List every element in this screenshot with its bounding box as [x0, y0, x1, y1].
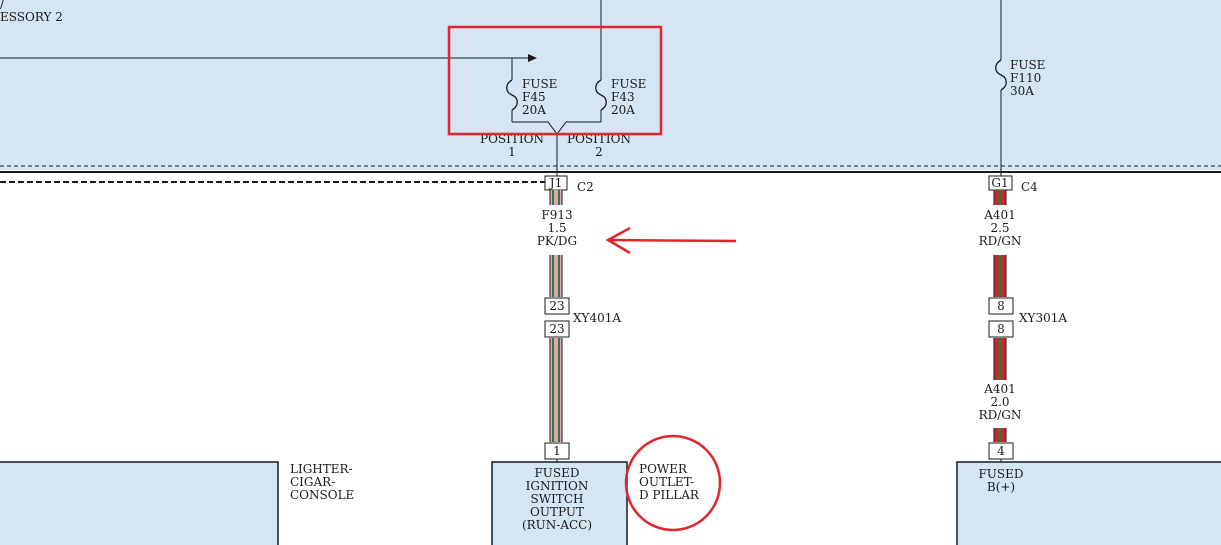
wire-a401-segment	[993, 428, 1007, 442]
connector-c2-label: C2	[577, 180, 594, 194]
fused-ign-label-4: OUTPUT	[530, 505, 584, 519]
fuse-f110-label-1: FUSE	[1010, 58, 1045, 72]
wire-a401-segment	[993, 338, 1007, 380]
connector-xy401a-top	[544, 297, 570, 315]
lighter-label-1: LIGHTER-	[290, 462, 353, 476]
position-1-label-2: 1	[508, 145, 516, 159]
connector-xy301a-top-pin: 8	[997, 299, 1005, 313]
fused-ign-label-5: (RUN-ACC)	[522, 518, 592, 532]
lighter-component-box	[0, 461, 279, 545]
wire-f913-color: PK/DG	[537, 234, 577, 248]
wire-f913-circuit: F913	[541, 208, 572, 222]
fuse-f43-label-1: FUSE	[611, 77, 646, 91]
connector-xy301a-label: XY301A	[1019, 311, 1067, 325]
fuse-symbol-icon	[506, 79, 518, 111]
connector-xy301a-bottom-pin: 8	[997, 322, 1005, 336]
power-outlet-label-2: OUTLET-	[639, 475, 694, 489]
wire-a401-upper-gauge: 2.5	[990, 221, 1009, 235]
connector-xy401a-bottom-pin: 23	[549, 322, 564, 336]
connector-pin-1-label: 1	[553, 444, 561, 458]
wire-a401-lower-circuit: A401	[983, 382, 1016, 396]
connector-xy401a-bottom	[544, 320, 570, 338]
connector-xy401a-top-pin: 23	[549, 299, 564, 313]
fuse-f43-label-2: F43	[611, 90, 635, 104]
connector-c4-label: C4	[1021, 180, 1038, 194]
position-2-label-1: POSITION	[567, 132, 631, 146]
fuse-f110-label-2: F110	[1010, 71, 1041, 85]
fuse-f45-label-1: FUSE	[522, 77, 557, 91]
fuse-box-panel	[0, 0, 1221, 170]
fuse-symbol-icon	[995, 59, 1007, 91]
wire-a401-upper-color: RD/GN	[979, 234, 1022, 248]
wire-a401-segment	[993, 190, 1007, 205]
connector-xy301a-bottom	[988, 320, 1014, 338]
fused-ign-label-2: IGNITION	[526, 479, 589, 493]
fuse-f45-label-2: F45	[522, 90, 546, 104]
connector-j1-pin-label: J1	[548, 176, 562, 190]
fuse-f45-label-3: 20A	[522, 103, 546, 117]
wire-a401-lower-gauge: 2.0	[990, 395, 1009, 409]
wire-a401-segment	[993, 255, 1007, 297]
connector-g1-pin-label: G1	[991, 176, 1008, 190]
position-1-label-1: POSITION	[480, 132, 544, 146]
fused-ign-label-3: SWITCH	[531, 492, 584, 506]
wire-a401-lower-color: RD/GN	[979, 408, 1022, 422]
fuse-f110-label-3: 30A	[1010, 84, 1034, 98]
fused-ign-label-1: FUSED	[534, 466, 579, 480]
fused-b-label-1: FUSED	[978, 467, 1023, 481]
wire-f913-segment	[549, 338, 563, 442]
wire-a401-upper-circuit: A401	[983, 208, 1016, 222]
fuse-f43-label-3: 20A	[611, 103, 635, 117]
lighter-label-3: CONSOLE	[290, 488, 354, 502]
connector-xy401a-label: XY401A	[573, 311, 621, 325]
power-outlet-label-3: D PILLAR	[639, 488, 700, 502]
header-label: ESSORY 2	[0, 10, 63, 24]
fused-b-component-box	[956, 461, 1221, 545]
connector-xy301a-top	[988, 297, 1014, 315]
fused-b-label-2: B(+)	[987, 480, 1015, 494]
lighter-label-2: CIGAR-	[290, 475, 335, 489]
header-top-char: /	[0, 0, 5, 11]
power-outlet-component-box	[491, 461, 628, 545]
highlight-circle	[624, 434, 722, 532]
highlight-box	[447, 25, 663, 136]
wire-f913-gauge: 1.5	[547, 221, 566, 235]
power-outlet-label-1: POWER	[639, 462, 688, 476]
fuse-symbol-icon	[595, 79, 607, 111]
wire-f913-segment	[549, 255, 563, 297]
annotation-arrow-icon	[605, 226, 737, 255]
wire-f913-segment	[549, 190, 563, 205]
position-2-label-2: 2	[595, 145, 603, 159]
connector-pin-4-label: 4	[997, 444, 1005, 458]
